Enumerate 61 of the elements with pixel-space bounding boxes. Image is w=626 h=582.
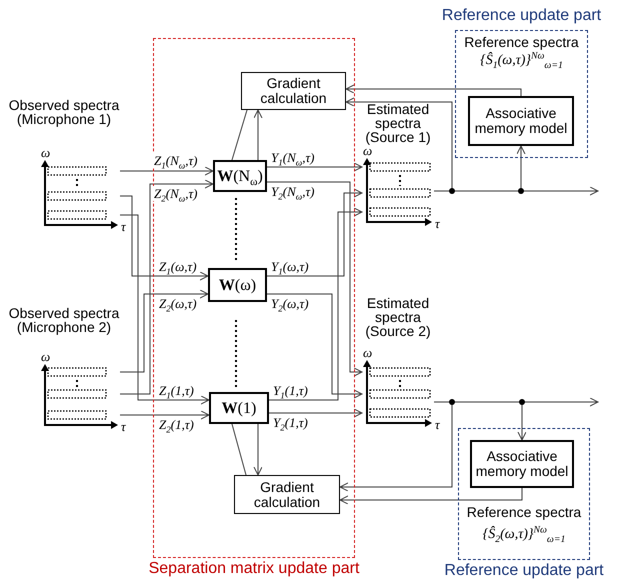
matrix-label: W(1): [222, 400, 256, 416]
box-label: Associative memory model: [474, 449, 570, 479]
axis-label: ω: [363, 144, 372, 157]
arrow: [254, 110, 262, 160]
arrow: [266, 182, 362, 376]
axis-label: τ: [121, 420, 126, 433]
edge-label: Z$_{2}$(1,τ): [158, 417, 195, 432]
axis-label: ω: [363, 346, 372, 359]
process-box: [241, 72, 346, 110]
axis-label: τ: [435, 217, 440, 230]
arrow: [254, 424, 262, 476]
axis-label: τ: [435, 418, 440, 431]
box-label: Gradient calculation: [259, 76, 328, 106]
process-box: [470, 440, 574, 488]
process-box: [234, 475, 340, 514]
edge-label: Z$_{1}$(ω,τ): [158, 259, 198, 274]
edge-label: Y$_{1}$(1,τ): [272, 383, 309, 398]
edge-label: Y$_{1}$(ω,τ): [270, 259, 310, 274]
arrow: [120, 214, 210, 404]
arrow: [120, 290, 208, 372]
axis-label: τ: [121, 220, 126, 233]
axis-label: ω: [41, 350, 50, 363]
connector-line: [232, 110, 248, 160]
connector-line: [232, 424, 246, 476]
panel-heading: Estimated spectra (Source 2): [364, 296, 432, 338]
matrix-box: [213, 160, 267, 192]
arrow: [268, 208, 362, 400]
arrow: [120, 180, 214, 394]
edge-label: Y$_{2}$(ω,τ): [270, 296, 310, 311]
box-label: Gradient calculation: [252, 480, 322, 510]
arrow: [346, 84, 522, 96]
arrow: [120, 196, 208, 280]
process-box: [468, 96, 574, 146]
arrow: [120, 166, 214, 176]
arrow: [266, 188, 362, 276]
region-title: Separation matrix update part: [148, 560, 360, 578]
matrix-label: W(ω): [218, 278, 256, 292]
arrow: [268, 408, 362, 418]
edge-label: Y$_{1}$(N$_{ω}$,τ): [270, 150, 316, 165]
box-heading: Reference spectra: [466, 505, 582, 519]
edge-label: Z$_{1}$(N$_{ω}$,τ): [153, 153, 198, 168]
edge-label: Z$_{2}$(ω,τ): [158, 296, 198, 311]
matrix-label: W(N$_{ω}$): [217, 168, 263, 184]
region-title: Reference update part: [440, 7, 602, 25]
matrix-box: [209, 392, 269, 424]
panel-heading: Observed spectra (Microphone 1): [8, 98, 120, 126]
panel-heading: Estimated spectra (Source 1): [364, 102, 432, 144]
arrow: [266, 294, 362, 398]
edge-label: Y$_{2}$(N$_{ω}$,τ): [270, 184, 316, 199]
axis-label: ω: [41, 146, 50, 159]
arrow: [120, 410, 210, 420]
matrix-box: [208, 268, 267, 302]
box-label: Associative memory model: [474, 106, 568, 136]
edge-label: Y$_{2}$(1,τ): [272, 415, 309, 430]
panel-heading: Observed spectra (Microphone 2): [8, 306, 120, 334]
region-title: Reference update part: [443, 562, 605, 580]
arrow: [266, 162, 362, 172]
box-heading: Reference spectra: [463, 35, 580, 49]
arrow: [340, 488, 522, 504]
edge-label: Z$_{1}$(1,τ): [158, 383, 195, 398]
edge-label: Z$_{2}$(N$_{ω}$,τ): [153, 186, 198, 201]
